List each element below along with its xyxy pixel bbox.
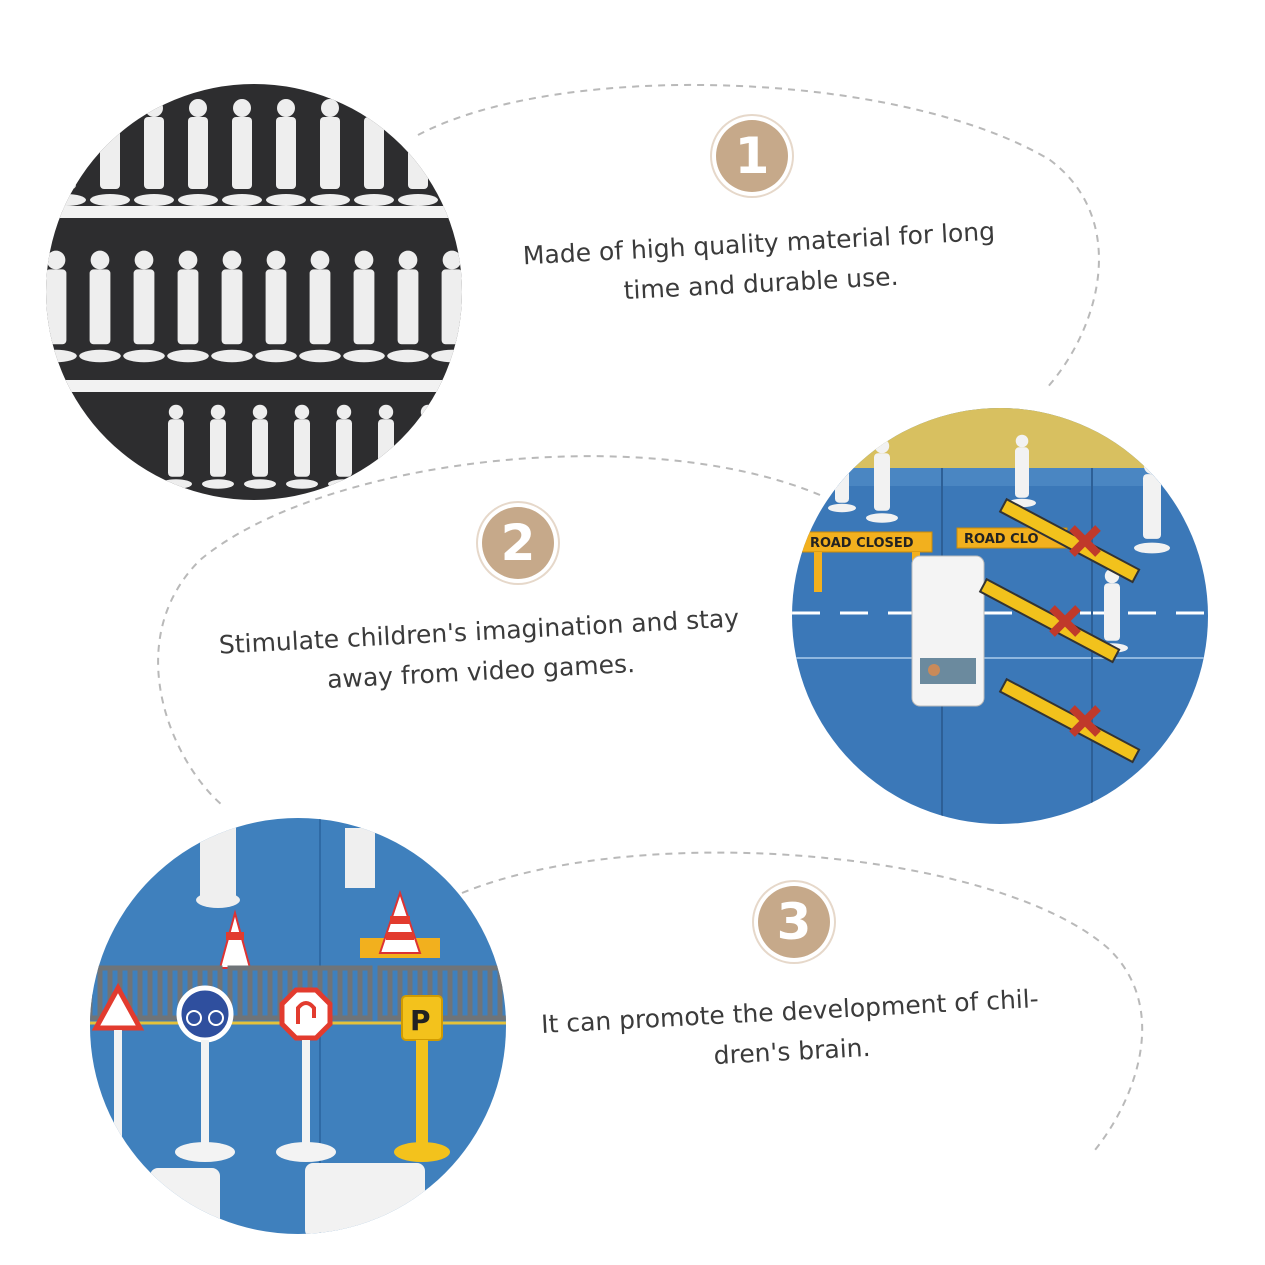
feature-number-badge-1: 1 [716,120,788,192]
parking-sign: P [394,995,450,1162]
photo-white-figures [46,84,462,500]
warning-sign [91,982,145,1140]
road-closed-barrier-left: ROAD CLOSED [801,531,933,592]
no-u-turn-sign [276,987,336,1162]
photo-traffic-signs-scene: P [90,818,506,1234]
dashed-arc-1 [417,83,1100,391]
crossing-barrier [998,497,1141,584]
fence-section [377,965,506,1021]
traffic-cone [360,889,440,958]
figure-row [46,250,462,363]
parking-sign-label: P [410,1004,431,1037]
feature-number-badge-2: 2 [482,507,554,579]
crossing-barrier [998,677,1141,764]
crossing-barrier [978,577,1121,664]
photo-road-closed-scene: ROAD CLOSED ROAD CLO [792,408,1208,824]
road-closed-label-left: ROAD CLOSED [810,536,914,551]
road-closed-label-right: ROAD CLO [964,532,1039,547]
white-van [911,555,985,707]
feature-number-badge-3: 3 [758,886,830,958]
dashed-arc-2 [157,455,821,806]
bicycle-sign [175,985,235,1162]
